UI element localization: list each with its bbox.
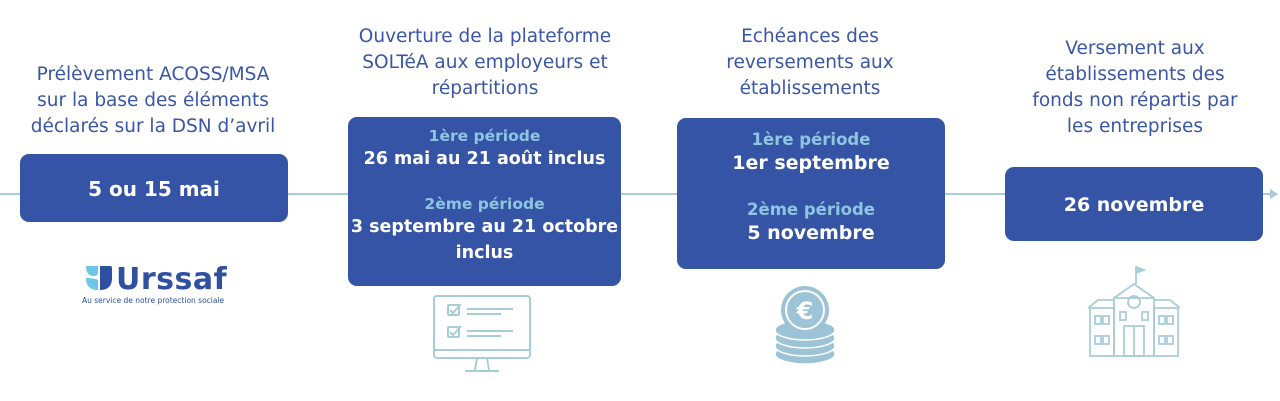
step3-period-box: 1ère période 1er septembre 2ème période … <box>677 118 945 269</box>
step3-caption-line: établissements <box>739 78 881 99</box>
timeline-line <box>0 193 1272 195</box>
step1-date: 5 ou 15 mai <box>88 177 220 201</box>
step4-caption-line: les entreprises <box>1066 116 1204 137</box>
step1-caption-line: Prélèvement ACOSS/MSA <box>36 64 270 85</box>
step3-caption-line: reversements aux <box>726 52 894 73</box>
step1-date-box: 5 ou 15 mai <box>20 154 288 222</box>
euro-coins-icon: € <box>774 286 836 365</box>
step3-period1-value: 1er septembre <box>732 152 890 174</box>
step4-date: 26 novembre <box>1063 194 1205 216</box>
step1-caption: Prélèvement ACOSS/MSA sur la base des él… <box>0 62 306 140</box>
step2-caption-line: SOLTéA aux employeurs et <box>362 52 608 73</box>
timeline-arrow-icon <box>1270 189 1278 199</box>
step4-date-box: 26 novembre <box>1005 167 1263 241</box>
school-building-icon <box>1087 266 1181 357</box>
step1-caption-line: déclarés sur la DSN d’avril <box>30 116 276 137</box>
step3-period1-label: 1ère période <box>751 130 871 149</box>
step2-caption-line: Ouverture de la plateforme <box>358 26 612 47</box>
step2-caption: Ouverture de la plateforme SOLTéA aux em… <box>330 24 640 102</box>
step4-caption-line: Versement aux <box>1065 38 1205 59</box>
step4-caption-line: fonds non répartis par <box>1032 90 1238 111</box>
step2-period2-label: 2ème période <box>424 195 545 213</box>
step4-caption: Versement aux établissements des fonds n… <box>990 36 1280 140</box>
step2-period2-value: inclus <box>455 243 514 263</box>
step2-caption-line: répartitions <box>431 78 539 99</box>
svg-text:€: € <box>796 297 814 325</box>
step2-period1-value: 26 mai au 21 août inclus <box>363 149 606 169</box>
step3-caption-line: Echéances des <box>741 26 879 47</box>
step1-caption-line: sur la base des éléments <box>37 90 269 111</box>
step3-period2-value: 5 novembre <box>747 222 875 244</box>
step3-period2-label: 2ème période <box>747 200 875 219</box>
step3-caption: Echéances des reversements aux établisse… <box>665 24 955 102</box>
step2-period-box: 1ère période 26 mai au 21 août inclus 2è… <box>348 117 621 286</box>
urssaf-logo-text: Urssaf <box>116 262 228 297</box>
step4-caption-line: établissements des <box>1045 64 1225 85</box>
computer-checklist-icon <box>433 295 531 372</box>
urssaf-logo-tagline: Au service de notre protection sociale <box>82 296 225 305</box>
step2-period2-value: 3 septembre au 21 octobre <box>350 217 619 237</box>
step2-period1-label: 1ère période <box>428 127 541 145</box>
urssaf-logo-icon <box>86 266 112 290</box>
